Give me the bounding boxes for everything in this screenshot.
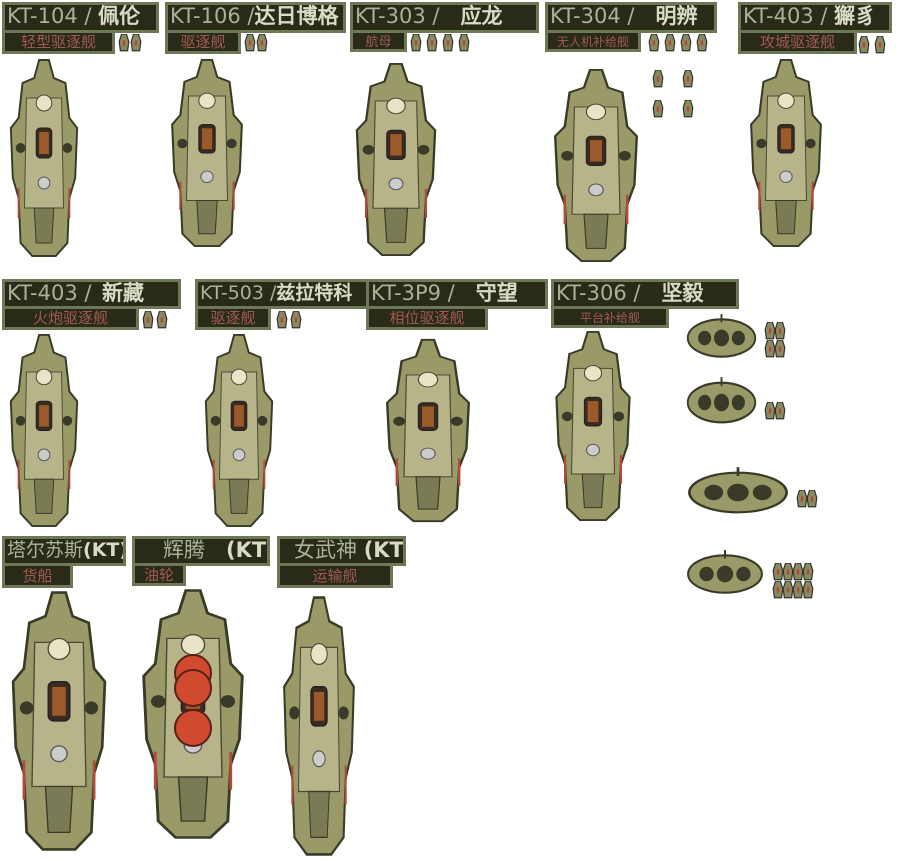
platform-sprite bbox=[684, 312, 759, 364]
ship-class: 驱逐舰 bbox=[165, 30, 241, 54]
ship-name: 明辨 bbox=[655, 4, 698, 28]
escort-drone-sprite bbox=[458, 34, 470, 52]
escort-drone-sprite bbox=[426, 34, 438, 52]
ship-title: 辉腾 (KT) bbox=[132, 536, 270, 566]
escort-drone-sprite bbox=[410, 34, 422, 52]
platform-sprite bbox=[684, 465, 792, 520]
ship-class: 火炮驱逐舰 bbox=[2, 306, 139, 330]
escort-drone-sprite bbox=[142, 311, 154, 329]
ship-title: KT-306 / 坚毅 bbox=[551, 279, 739, 309]
escort-drone-sprite bbox=[858, 36, 870, 54]
ship-sprite-jianyi bbox=[550, 330, 636, 522]
escort-drone-sprite bbox=[256, 34, 268, 52]
ship-name: 佩伦 bbox=[98, 4, 141, 28]
ship-name: 塔尔苏斯 bbox=[7, 539, 84, 561]
escort-drone-sprite bbox=[130, 34, 142, 52]
ship-code: KT-403 / bbox=[743, 4, 828, 28]
ship-name: 应龙 bbox=[460, 4, 503, 28]
escort-drone-sprite bbox=[774, 402, 786, 420]
ship-class: 货船 bbox=[2, 563, 73, 588]
ship-sprite-mingbian bbox=[548, 68, 644, 263]
ship-code: KT-303 / bbox=[355, 4, 440, 28]
escort-drone-sprite bbox=[118, 34, 130, 52]
ship-sprite-zlatko bbox=[200, 333, 278, 528]
escort-drone-sprite bbox=[652, 70, 664, 88]
ship-sprite-xiezhi bbox=[745, 58, 827, 248]
ship-title: KT-303 / 应龙 bbox=[350, 2, 539, 33]
ship-name: 达日博格 bbox=[254, 4, 339, 28]
ship-name: 新藏 bbox=[101, 281, 144, 305]
escort-drone-sprite bbox=[664, 34, 676, 52]
ship-code: KT-403 / bbox=[7, 281, 92, 305]
ship-name: 獬豸 bbox=[834, 4, 877, 28]
ship-code: (KT) bbox=[83, 539, 126, 561]
ship-code: KT-304 / bbox=[550, 4, 635, 28]
ship-sprite-tarsus bbox=[5, 590, 113, 852]
ship-class: 油轮 bbox=[132, 563, 186, 586]
ship-class: 运输舰 bbox=[277, 563, 393, 588]
ship-name: 辉腾 bbox=[163, 538, 205, 562]
ship-code: KT-503 / bbox=[200, 282, 277, 304]
ship-title: KT-403 / 獬豸 bbox=[738, 2, 892, 33]
platform-sprite bbox=[684, 375, 759, 430]
escort-drone-sprite bbox=[682, 100, 694, 118]
ship-sprite-valkyrie bbox=[278, 595, 360, 857]
escort-drone-sprite bbox=[802, 581, 814, 599]
platform-sprite bbox=[684, 548, 766, 600]
ship-sprite-dazhbog bbox=[166, 58, 248, 248]
escort-drone-sprite bbox=[648, 34, 660, 52]
escort-drone-sprite bbox=[442, 34, 454, 52]
ship-title: KT-503 /兹拉特科 bbox=[195, 279, 386, 309]
ship-code: (KT) bbox=[363, 538, 404, 562]
ship-name: 女武神 bbox=[294, 538, 357, 562]
ship-code: KT-106 / bbox=[170, 4, 255, 28]
ship-sprite-yinglong bbox=[350, 62, 442, 257]
ship-sprite-peron bbox=[5, 58, 83, 258]
ship-class: 驱逐舰 bbox=[195, 306, 271, 330]
ship-code: (KT) bbox=[226, 538, 267, 562]
ship-sprite-phaeton bbox=[135, 588, 251, 840]
escort-drone-sprite bbox=[806, 490, 818, 508]
escort-drone-sprite bbox=[802, 563, 814, 581]
ship-title: KT-106 /达日博格 bbox=[165, 2, 346, 33]
ship-sprite-xinzang bbox=[5, 333, 83, 528]
escort-drone-sprite bbox=[156, 311, 168, 329]
escort-drone-sprite bbox=[682, 70, 694, 88]
ship-code: KT-104 / bbox=[7, 4, 92, 28]
ship-title: KT-3P9 / 守望 bbox=[366, 279, 548, 309]
escort-drone-sprite bbox=[874, 36, 886, 54]
ship-code: KT-3P9 / bbox=[371, 281, 455, 305]
ship-code: KT-306 / bbox=[556, 281, 641, 305]
ship-class: 攻城驱逐舰 bbox=[738, 30, 857, 54]
ship-name: 坚毅 bbox=[661, 281, 704, 305]
ship-title: KT-104 / 佩伦 bbox=[2, 2, 159, 33]
escort-drone-sprite bbox=[290, 311, 302, 329]
ship-name: 兹拉特科 bbox=[276, 282, 353, 304]
escort-drone-sprite bbox=[652, 100, 664, 118]
escort-drone-sprite bbox=[244, 34, 256, 52]
ship-class: 轻型驱逐舰 bbox=[2, 30, 115, 54]
ship-name: 守望 bbox=[475, 281, 518, 305]
ship-class: 平台补给舰 bbox=[551, 306, 669, 328]
ship-title: KT-304 / 明辨 bbox=[545, 2, 717, 33]
ship-sprite-watch bbox=[380, 338, 476, 523]
escort-drone-sprite bbox=[774, 340, 786, 358]
escort-drone-sprite bbox=[276, 311, 288, 329]
escort-drone-sprite bbox=[774, 322, 786, 340]
ship-class: 航母 bbox=[350, 30, 407, 52]
ship-class: 无人机补给舰 bbox=[545, 30, 641, 52]
ship-title: 女武神 (KT) bbox=[277, 536, 406, 566]
ship-class: 相位驱逐舰 bbox=[366, 306, 488, 330]
ship-title: 塔尔苏斯(KT) bbox=[2, 536, 126, 566]
escort-drone-sprite bbox=[696, 34, 708, 52]
escort-drone-sprite bbox=[680, 34, 692, 52]
ship-title: KT-403 / 新藏 bbox=[2, 279, 181, 309]
